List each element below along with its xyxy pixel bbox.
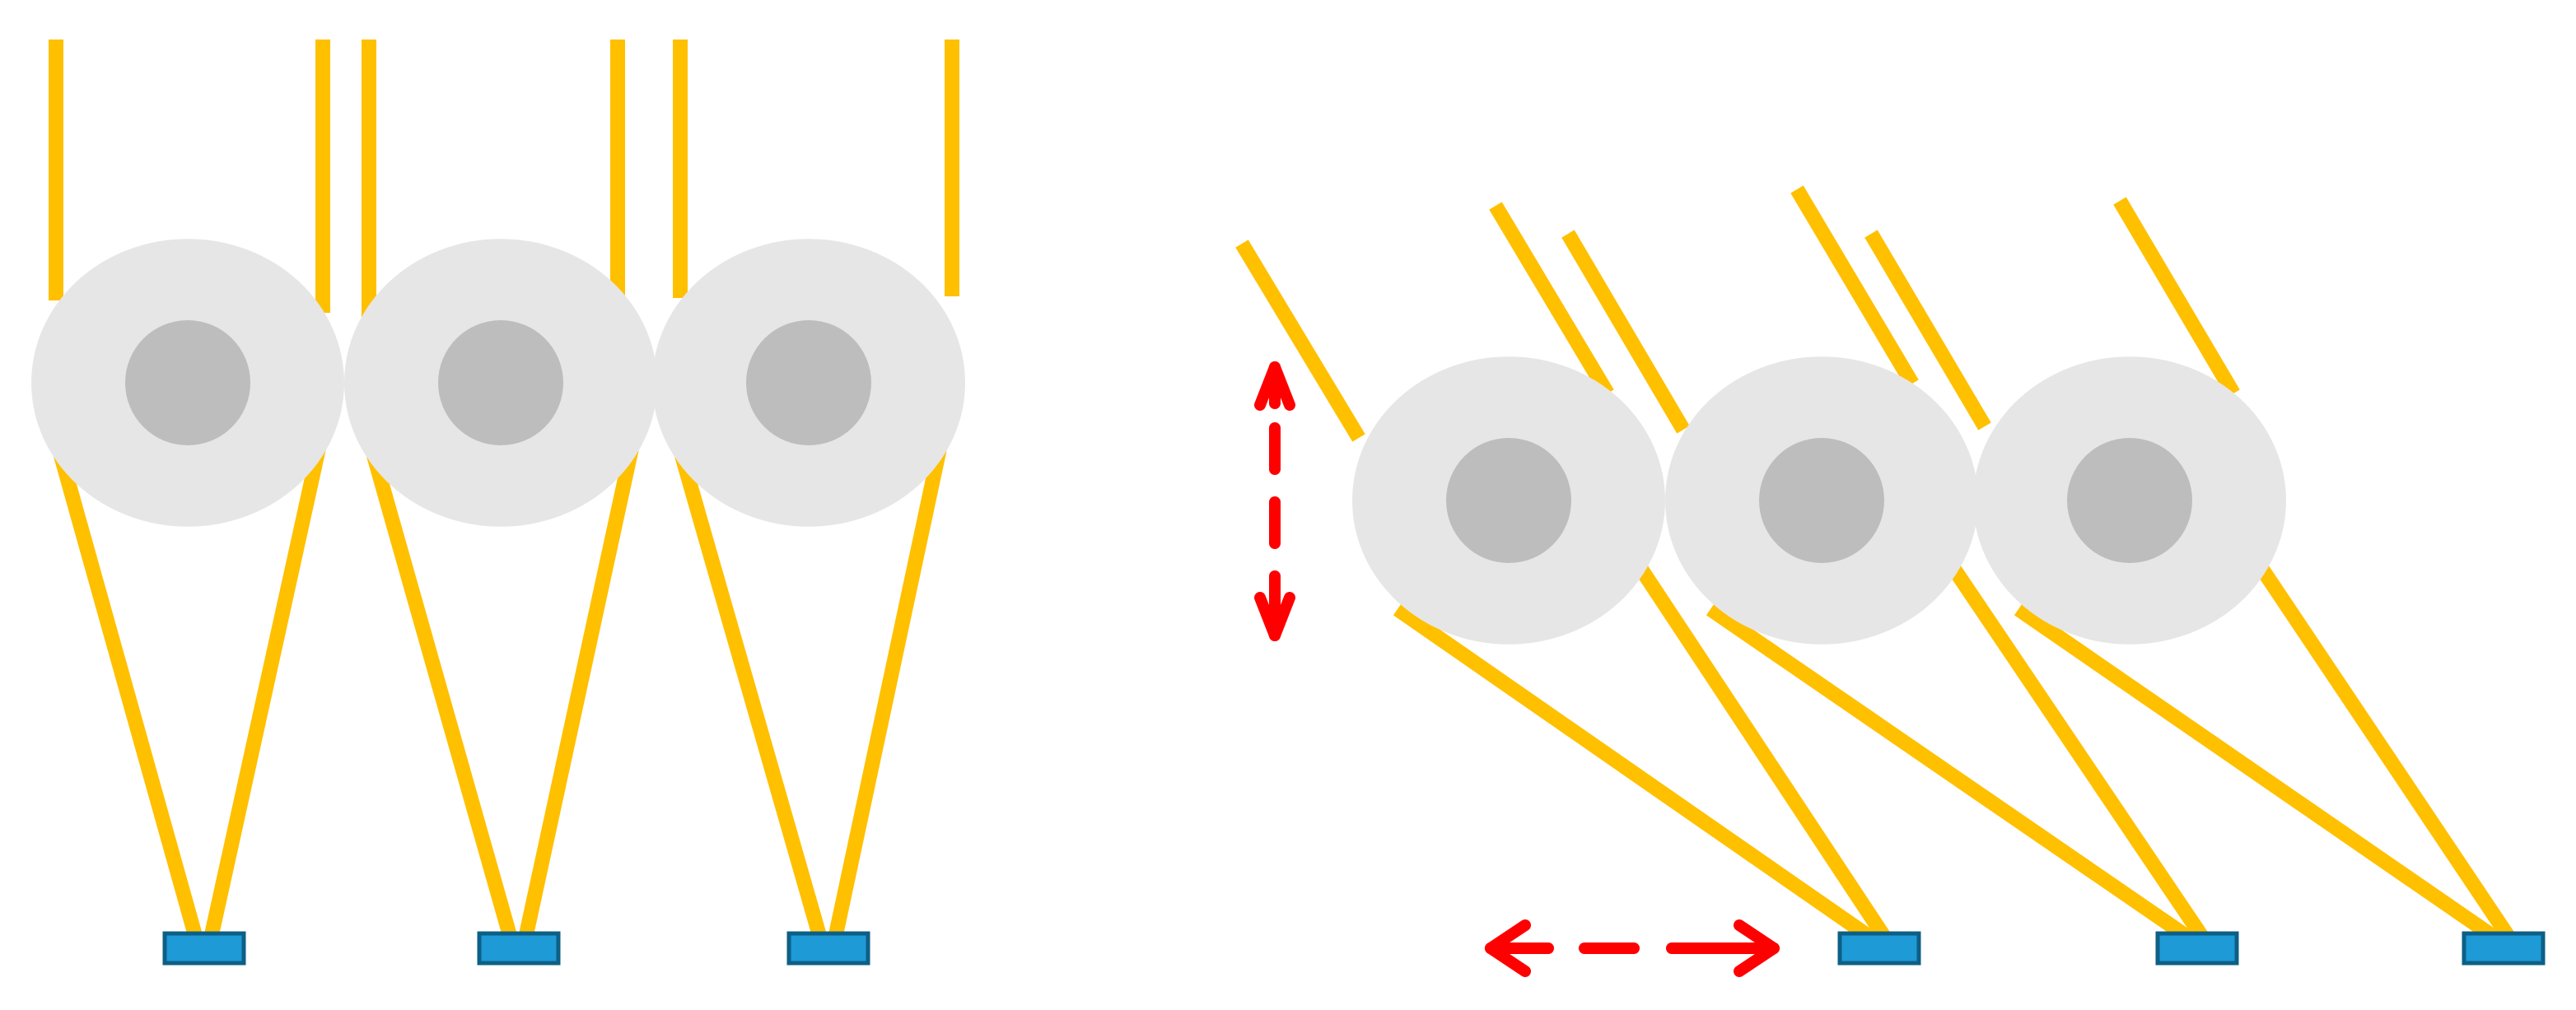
tilted-lower-left-string-3: [2014, 603, 2499, 943]
pulley-right-1: [1352, 356, 1665, 645]
base-anchor-left-1: [162, 931, 246, 966]
pulley-hub-icon: [746, 320, 871, 445]
horizontal-arrow-head-left-bottom: [1485, 943, 1531, 977]
base-anchor-left-2: [477, 931, 561, 966]
pulley-left-2: [344, 239, 657, 527]
tilted-upper-string-4: [1790, 185, 1919, 388]
base-anchor-right-2: [2155, 931, 2239, 966]
left-lower-string-2: [366, 450, 518, 941]
horizontal-arrow-head-right-top: [1734, 919, 1780, 954]
tilted-upper-string-2: [1489, 202, 1614, 398]
right-lower-string-2: [518, 443, 640, 940]
tilted-upper-string-5: [1864, 230, 1991, 431]
vertical-configuration-panel: [31, 40, 965, 966]
pulley-hub-icon: [2067, 438, 2192, 563]
pulley-hub-icon: [438, 320, 563, 445]
motion-arrows: [1254, 361, 1780, 977]
left-lower-string-3: [674, 450, 828, 941]
right-lower-string-1: [203, 443, 327, 940]
tilted-lower-right-string-2: [1947, 563, 2209, 942]
pulley-left-1: [31, 239, 344, 527]
left-lower-string-1: [53, 450, 203, 941]
tilted-lower-right-string-1: [1634, 564, 1891, 941]
horizontal-arrow-head-left-top: [1485, 919, 1531, 954]
right-lower-string-3: [828, 443, 948, 940]
tilted-lower-left-string-1: [1393, 603, 1874, 943]
tilted-lower-left-string-2: [1706, 603, 2192, 943]
pulley-right-2: [1665, 356, 1978, 645]
pulley-hub-icon: [125, 320, 250, 445]
pulley-right-3: [1973, 356, 2286, 645]
base-anchor-right-1: [1837, 931, 1921, 966]
horizontal-arrow-head-right-bottom: [1734, 943, 1780, 977]
tilted-upper-string-6: [2113, 197, 2240, 398]
pulley-left-3: [652, 239, 965, 527]
tilted-upper-string-3: [1561, 230, 1690, 434]
pulley-hub-icon: [1759, 438, 1884, 563]
tilted-upper-string-1: [1235, 240, 1365, 442]
tilted-configuration-panel: [1235, 185, 2546, 966]
base-anchor-left-3: [786, 931, 870, 966]
base-anchor-right-3: [2462, 931, 2546, 966]
pulley-hub-icon: [1446, 438, 1571, 563]
tilted-lower-right-string-3: [2255, 563, 2515, 942]
